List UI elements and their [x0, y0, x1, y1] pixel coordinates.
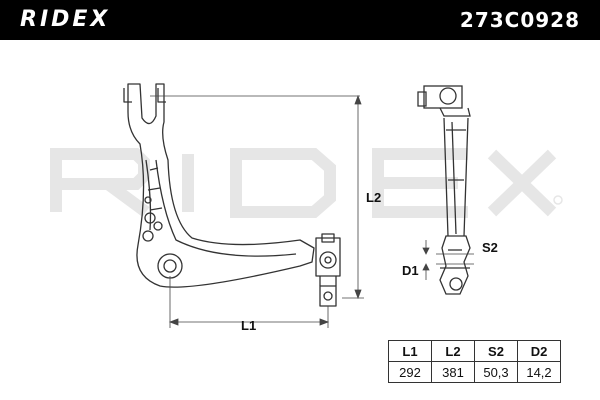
- specs-value-cell: 50,3: [474, 361, 518, 383]
- specs-header-cell: L2: [431, 340, 475, 362]
- specs-header-row: L1 L2 S2 D2: [388, 340, 561, 362]
- header-bar: RIDEX 273C0928: [0, 0, 600, 40]
- ball-joint: [157, 253, 183, 279]
- specs-value-cell: 14,2: [517, 361, 561, 383]
- specs-value-cell: 381: [431, 361, 475, 383]
- rear-bushing-mount: [315, 237, 341, 277]
- brand-logo: RIDEX: [20, 7, 111, 32]
- specs-header-cell: D2: [517, 340, 561, 362]
- ball-joint-end: [439, 235, 471, 295]
- control-arm-drawing: [123, 83, 474, 328]
- dimension-label-l1: L1: [241, 318, 257, 333]
- specs-value-cell: 292: [388, 361, 432, 383]
- control-arm-body: [127, 83, 315, 288]
- dimension-label-s2: S2: [482, 240, 498, 255]
- specs-header-cell: S2: [474, 340, 518, 362]
- arm-shaft: [443, 117, 469, 237]
- specs-header-cell: L1: [388, 340, 432, 362]
- part-number: 273C0928: [459, 8, 580, 32]
- dimension-label-l2: L2: [366, 190, 382, 205]
- watermark-logo: [50, 148, 563, 218]
- dimension-label-d1: D1: [402, 263, 419, 278]
- dimension-specs-table: L1 L2 S2 D2 292 381 50,3 14,2: [388, 340, 561, 383]
- top-bushing: [423, 85, 463, 109]
- specs-value-row: 292 381 50,3 14,2: [388, 361, 561, 383]
